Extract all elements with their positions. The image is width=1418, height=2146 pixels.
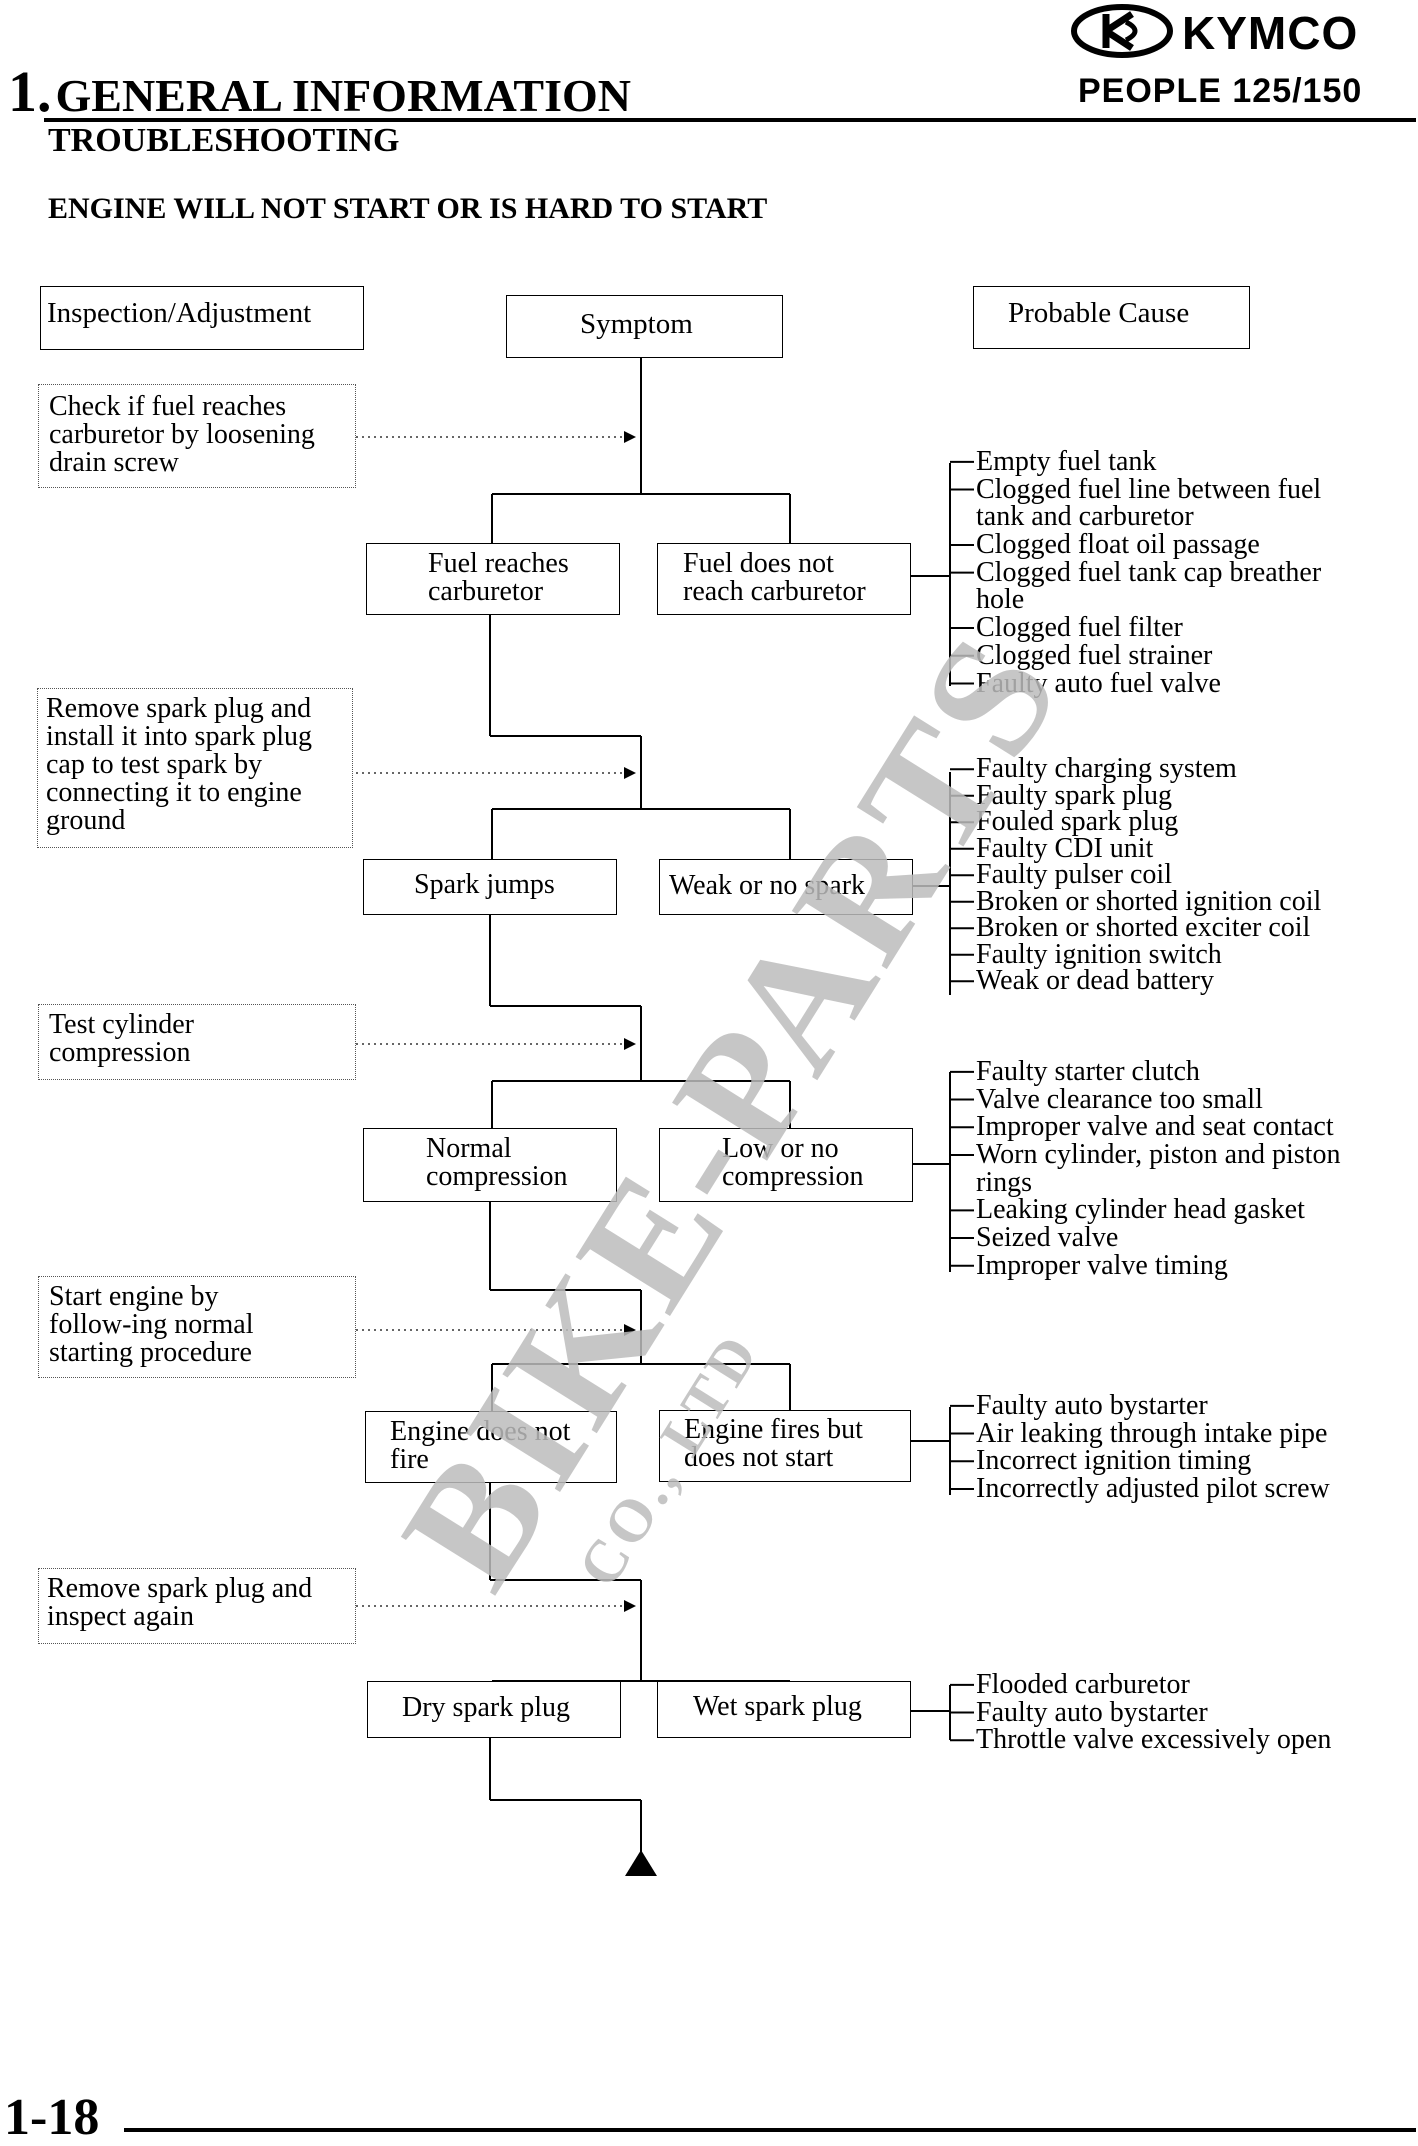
cause-item: Worn cylinder, piston and piston: [976, 1139, 1341, 1171]
cause-item: Air leaking through intake pipe: [976, 1417, 1328, 1449]
symptom-fuel-reaches: Fuel reaches carburetor: [366, 543, 620, 615]
cause-list-compression: Faulty starter clutch Valve clearance to…: [976, 1058, 1340, 1280]
cause-item: Clogged fuel tank cap breather: [976, 556, 1322, 588]
cause-item: Clogged fuel strainer: [976, 639, 1213, 671]
inspection-box-compression: Test cylinder compression: [38, 1004, 356, 1080]
cause-item: Faulty CDI unit: [976, 832, 1154, 864]
cause-item: rings: [976, 1166, 1032, 1198]
cause-item: Incorrect ignition timing: [976, 1445, 1252, 1477]
inspection-box-plug: Remove spark plug and inspect again: [38, 1568, 356, 1644]
cause-item: Flooded carburetor: [976, 1669, 1190, 1700]
cause-item: Clogged float oil passage: [976, 529, 1260, 561]
symptom-column-header: Symptom: [506, 295, 783, 358]
symptom-dry-plug: Dry spark plug: [367, 1681, 621, 1738]
page-number: 1-18: [4, 2089, 100, 2146]
inspection-box-start: Start engine by follow-ing normal starti…: [38, 1276, 356, 1378]
chapter-heading: 1. GENERAL INFORMATION: [8, 58, 631, 125]
cause-item: Improper valve timing: [976, 1249, 1228, 1281]
cause-item: Clogged fuel line between fuel: [976, 473, 1322, 505]
cause-item: Clogged fuel filter: [976, 612, 1183, 644]
inspection-column-header: Inspection/Adjustment: [40, 286, 364, 350]
cause-column-header: Probable Cause: [973, 286, 1250, 349]
symptom-weak-spark: Weak or no spark: [659, 859, 913, 915]
cause-item: tank and carburetor: [976, 501, 1194, 533]
cause-item: Valve clearance too small: [976, 1083, 1263, 1115]
cause-item: Faulty charging system: [976, 753, 1237, 784]
cause-item: Broken or shorted exciter coil: [976, 912, 1311, 943]
cause-list-start: Faulty auto bystarter Air leaking throug…: [976, 1392, 1330, 1503]
cause-list-spark: Faulty charging system Faulty spark plug…: [976, 753, 1322, 996]
symptom-spark-jumps: Spark jumps: [363, 859, 617, 915]
cause-item: Empty fuel tank: [976, 446, 1157, 477]
cause-list-plug: Flooded carburetor Faulty auto bystarter…: [976, 1671, 1331, 1754]
brand-name: KYMCO: [1182, 7, 1359, 59]
cause-item: Weak or dead battery: [976, 965, 1214, 996]
cause-item: Faulty auto bystarter: [976, 1390, 1208, 1421]
cause-item: Improper valve and seat contact: [976, 1111, 1334, 1143]
symptom-fuel-not-reach: Fuel does not reach carburetor: [657, 543, 911, 615]
header-rule: [44, 118, 1416, 122]
cause-item: Faulty starter clutch: [976, 1056, 1200, 1087]
symptom-engine-fires: Engine fires but does not start: [659, 1410, 911, 1482]
symptom-wet-plug: Wet spark plug: [657, 1681, 911, 1738]
kymco-logo: KYMCO: [1070, 2, 1410, 60]
cause-item: Faulty pulser coil: [976, 859, 1172, 890]
inspection-box-fuel: Check if fuel reaches carburetor by loos…: [38, 384, 356, 488]
chapter-title: GENERAL INFORMATION: [55, 70, 631, 121]
chapter-number: 1.: [8, 59, 52, 124]
cause-item: Fouled spark plug: [976, 806, 1179, 837]
cause-item: Seized valve: [976, 1222, 1119, 1254]
inspection-box-spark: Remove spark plug and install it into sp…: [37, 688, 353, 848]
symptom-engine-not-fire: Engine does not fire: [365, 1411, 617, 1483]
cause-item: Leaking cylinder head gasket: [976, 1194, 1305, 1226]
cause-item: hole: [976, 584, 1025, 616]
footer-rule: [124, 2128, 1416, 2132]
cause-item: Broken or shorted ignition coil: [976, 885, 1322, 917]
cause-item: Faulty auto fuel valve: [976, 667, 1221, 699]
cause-list-fuel: Empty fuel tank Clogged fuel line betwee…: [976, 448, 1321, 697]
cause-item: Incorrectly adjusted pilot screw: [976, 1473, 1330, 1505]
cause-item: Faulty auto bystarter: [976, 1696, 1208, 1728]
subsection-title: ENGINE WILL NOT START OR IS HARD TO STAR…: [48, 192, 768, 225]
symptom-low-compression: Low or no compression: [659, 1128, 913, 1202]
section-title: TROUBLESHOOTING: [48, 122, 400, 159]
model-name: PEOPLE 125/150: [1078, 72, 1363, 110]
cause-item: Throttle valve excessively open: [976, 1724, 1332, 1756]
cause-item: Faulty spark plug: [976, 779, 1172, 811]
symptom-normal-compression: Normal compression: [363, 1128, 617, 1202]
cause-item: Faulty ignition switch: [976, 938, 1222, 970]
